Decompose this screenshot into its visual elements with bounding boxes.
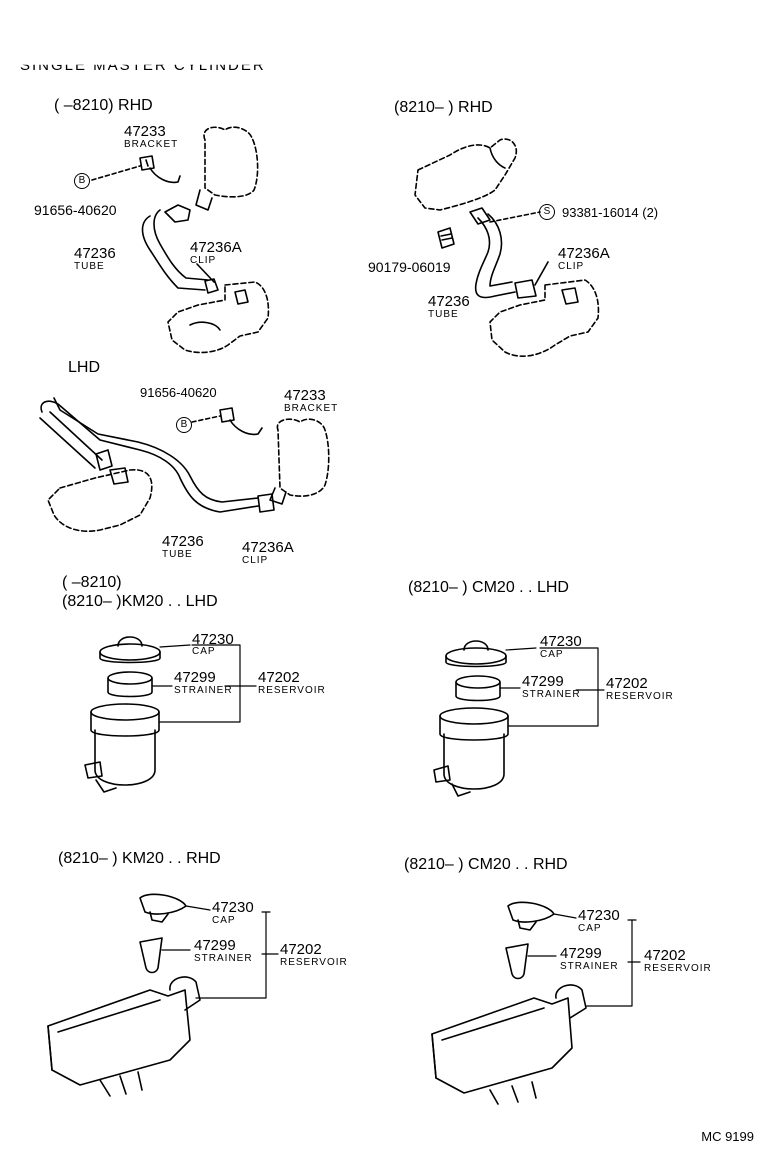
s4-heading-line1: ( –8210)	[62, 574, 122, 591]
s6-47299-number: 47299	[194, 937, 236, 954]
s4-heading-line2: (8210– )KM20 . . LHD	[62, 593, 218, 610]
s3-47233-number: 47233	[284, 387, 326, 404]
s3-47233-name: BRACKET	[284, 403, 339, 414]
s1-bracket-drawing	[139, 155, 181, 184]
s3-b-marker: B	[176, 417, 192, 433]
leader-lines	[151, 644, 641, 1007]
s5-47202-name: RESERVOIR	[606, 691, 674, 702]
s1-47233-name: BRACKET	[124, 139, 179, 150]
s2-tube-drawing	[469, 207, 537, 299]
s2-heading: (8210– ) RHD	[394, 99, 493, 116]
s6-strainer-drawing	[139, 937, 163, 974]
s7-heading: (8210– ) CM20 . . RHD	[404, 856, 568, 873]
s4-47202-name: RESERVOIR	[258, 685, 326, 696]
s1-47236A-name: CLIP	[190, 255, 217, 266]
s5-47299-name: STRAINER	[522, 689, 581, 700]
s4-47230-number: 47230	[192, 631, 234, 648]
s3-91656-number: 91656-40620	[140, 385, 217, 400]
s5-cap-drawing	[445, 640, 507, 668]
s2-47236A-name: CLIP	[558, 261, 585, 272]
s2-clip-drawing	[437, 227, 455, 249]
s7-47202-name: RESERVOIR	[644, 963, 712, 974]
s5-47230-number: 47230	[540, 633, 582, 650]
s7-reservoir-body-drawing	[431, 984, 587, 1105]
s7-47299-number: 47299	[560, 945, 602, 962]
s4-47299-name: STRAINER	[174, 685, 233, 696]
s1-47236-number: 47236	[74, 245, 116, 262]
s4-47230-name: CAP	[192, 646, 216, 657]
s1-heading: ( –8210) RHD	[54, 97, 153, 114]
s1-reservoir-drawing	[195, 126, 259, 211]
s2-47236A-number: 47236A	[558, 245, 610, 262]
s6-reservoir-body-drawing	[47, 976, 201, 1097]
s5-47202-number: 47202	[606, 675, 648, 692]
s3-47236-number: 47236	[162, 533, 204, 550]
s1-47233-number: 47233	[124, 123, 166, 140]
s4-strainer-drawing	[107, 671, 153, 698]
s6-47202-name: RESERVOIR	[280, 957, 348, 968]
s7-47230-name: CAP	[578, 923, 602, 934]
s7-cap-drawing	[507, 901, 555, 931]
s5-heading: (8210– ) CM20 . . LHD	[408, 579, 569, 596]
s3-47236A-name: CLIP	[242, 555, 269, 566]
s4-47299-number: 47299	[174, 669, 216, 686]
s7-47202-number: 47202	[644, 947, 686, 964]
s6-47230-number: 47230	[212, 899, 254, 916]
s2-90179-number: 90179-06019	[368, 259, 451, 275]
s1-b-marker: B	[74, 173, 90, 189]
s2-s-marker: S	[539, 204, 555, 220]
s3-reservoir-drawing	[269, 418, 330, 505]
s3-47236-name: TUBE	[162, 549, 193, 560]
page-title: SINGLE MASTER CYLINDER	[20, 57, 266, 74]
s5-reservoir-body-drawing	[433, 707, 509, 797]
s3-tube-drawing	[39, 397, 275, 513]
s4-reservoir-body-drawing	[84, 703, 160, 793]
s2-47236-number: 47236	[428, 293, 470, 310]
footer-code: MC 9199	[701, 1129, 754, 1144]
s1-master-cylinder-drawing	[167, 281, 270, 354]
s4-cap-drawing	[99, 636, 161, 664]
s6-cap-drawing	[139, 893, 187, 923]
s3-bracket-drawing	[219, 407, 263, 436]
s1-91656-number: 91656-40620	[34, 202, 117, 218]
s6-heading: (8210– ) KM20 . . RHD	[58, 850, 221, 867]
s1-47236-name: TUBE	[74, 261, 105, 272]
s6-47202-number: 47202	[280, 941, 322, 958]
s4-47202-number: 47202	[258, 669, 300, 686]
s1-47236A-number: 47236A	[190, 239, 242, 256]
s3-master-cylinder-drawing	[47, 467, 153, 532]
s2-master-cylinder-drawing	[489, 279, 600, 357]
s6-47299-name: STRAINER	[194, 953, 253, 964]
s7-47230-number: 47230	[578, 907, 620, 924]
s7-strainer-drawing	[505, 943, 529, 980]
s2-reservoir-drawing	[414, 138, 518, 211]
s3-heading: LHD	[68, 359, 101, 376]
s2-93381-number: 93381-16014 (2)	[562, 205, 659, 220]
s5-strainer-drawing	[455, 675, 501, 702]
s3-47236A-number: 47236A	[242, 539, 294, 556]
s7-47299-name: STRAINER	[560, 961, 619, 972]
s5-47299-number: 47299	[522, 673, 564, 690]
s6-47230-name: CAP	[212, 915, 236, 926]
s5-47230-name: CAP	[540, 649, 564, 660]
s2-47236-name: TUBE	[428, 309, 459, 320]
